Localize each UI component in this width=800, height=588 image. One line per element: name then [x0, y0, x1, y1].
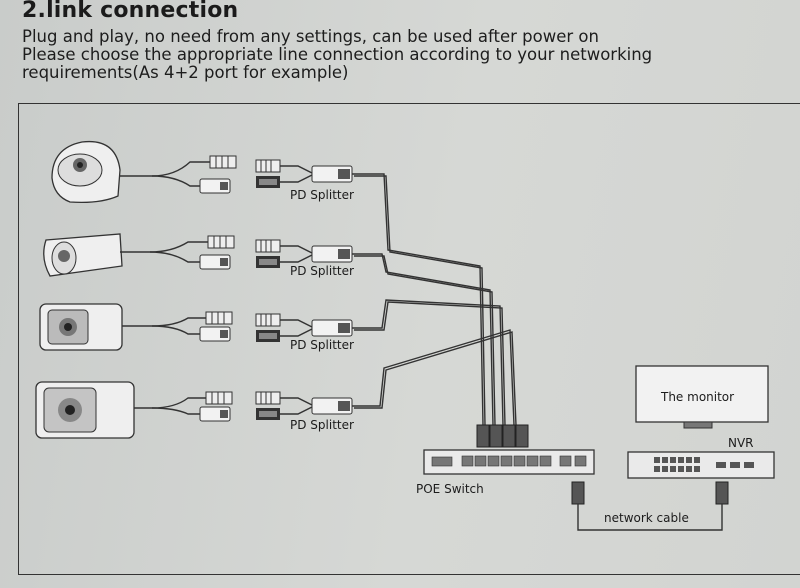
pd-splitter-1	[255, 159, 353, 189]
box-camera-1	[39, 303, 152, 351]
pd-splitter-label-4: PD Splitter	[290, 418, 354, 432]
intro-line-1: Plug and play, no need from any settings…	[22, 27, 599, 46]
camera-cables	[149, 161, 210, 415]
nvr	[627, 451, 775, 479]
pd-splitter-4	[255, 391, 353, 421]
box-camera-2	[35, 381, 152, 439]
intro-text: Plug and play, no need from any settings…	[22, 28, 792, 82]
intro-line-2: Please choose the appropriate line conne…	[22, 45, 653, 64]
network-cable-label: network cable	[604, 511, 689, 525]
nvr-label: NVR	[728, 436, 754, 450]
monitor	[635, 365, 769, 429]
pd-splitter-label-2: PD Splitter	[290, 264, 354, 278]
monitor-label: The monitor	[660, 390, 734, 404]
intro-line-3: requirements(As 4+2 port for example)	[22, 63, 349, 82]
network-cable	[571, 481, 729, 531]
bullet-camera	[43, 233, 150, 277]
pd-splitter-label-1: PD Splitter	[290, 188, 354, 202]
diagram-frame	[18, 103, 800, 575]
dome-camera	[51, 140, 152, 204]
switch-plugs	[476, 424, 529, 448]
section-heading: 2.link connection	[22, 0, 239, 23]
switch-cables	[352, 173, 517, 426]
poe-switch	[423, 449, 595, 475]
pd-splitter-label-3: PD Splitter	[290, 338, 354, 352]
poe-switch-label: POE Switch	[416, 482, 484, 496]
